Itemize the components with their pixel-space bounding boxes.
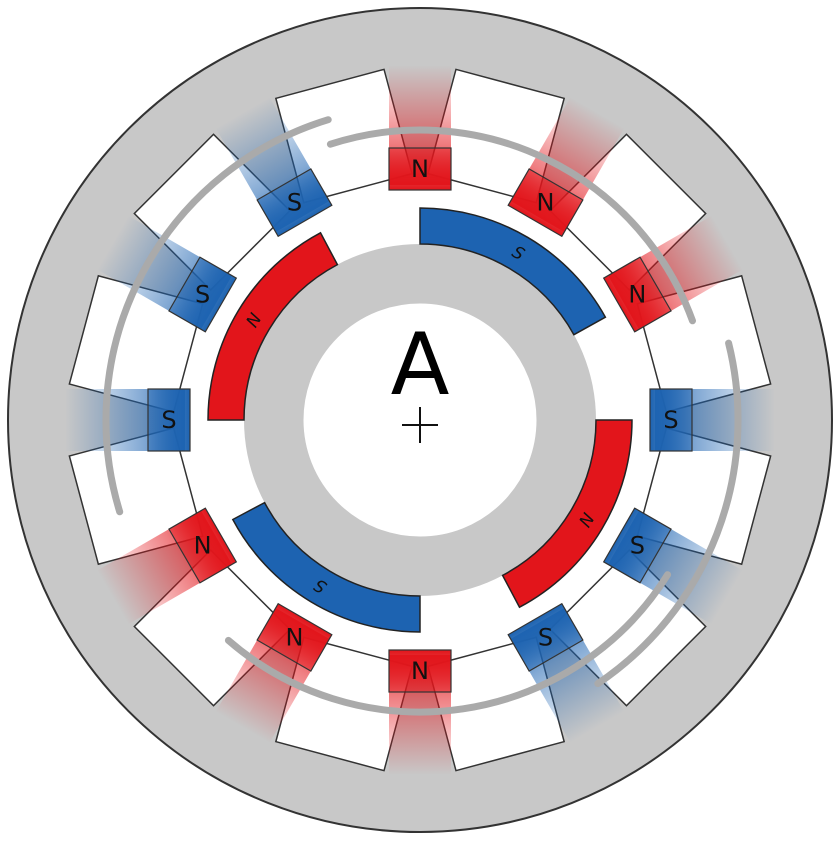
pole-tip-face: [388, 147, 452, 191]
pole-label: S: [287, 189, 302, 217]
pole-label: N: [411, 657, 429, 685]
pole-label: S: [663, 406, 678, 434]
stator-pole-tip: [649, 388, 693, 452]
pole-tip-face: [507, 602, 584, 672]
pole-tip-face: [168, 256, 238, 333]
flux-paths: [102, 116, 742, 716]
stator-pole-tip: [602, 507, 672, 584]
stator-pole-tip: [507, 168, 584, 238]
pole-label: N: [286, 623, 304, 651]
stator-pole-tip: [388, 649, 452, 693]
rotor-magnet: [207, 231, 339, 421]
pole-tip-face: [649, 388, 693, 452]
pole-tip-face: [168, 507, 238, 584]
pole-label: N: [628, 281, 646, 309]
stator-pole-tip: [147, 388, 191, 452]
pole-tip-face: [256, 168, 333, 238]
pole-label: N: [411, 155, 429, 183]
stator-pole-tips: N N N S S S N N N S S S: [147, 147, 693, 693]
rotor-magnet: [501, 419, 633, 609]
flux-path-arc: [326, 126, 696, 325]
pole-tip-face: [507, 168, 584, 238]
pole-label: S: [538, 623, 553, 651]
stator-pole-tip: [388, 147, 452, 191]
rotor-center-cross: [402, 407, 438, 443]
pole-label: S: [161, 406, 176, 434]
pole-label: N: [194, 532, 212, 560]
stator-pole-tip: [168, 507, 238, 584]
rotor-magnet: [231, 501, 421, 633]
flux-path-arc: [594, 339, 742, 688]
pole-tip-face: [256, 602, 333, 672]
rotor-magnet: [419, 207, 607, 336]
stator-pole-tip: [256, 602, 333, 672]
stator-pole-tip: [168, 256, 238, 333]
stator-pole-tip: [602, 256, 672, 333]
pole-tip-face: [602, 256, 672, 333]
pole-label: N: [537, 189, 555, 217]
flux-path-arc: [224, 571, 672, 716]
rotor-label: A: [391, 315, 450, 415]
pole-tip-face: [147, 388, 191, 452]
pole-label: S: [630, 532, 645, 560]
pole-label: S: [195, 281, 210, 309]
stator-pole-tip: [256, 168, 333, 238]
flux-path-arc: [102, 116, 332, 516]
stator-pole-tip: [507, 602, 584, 672]
pole-tip-face: [388, 649, 452, 693]
pole-tip-face: [602, 507, 672, 584]
